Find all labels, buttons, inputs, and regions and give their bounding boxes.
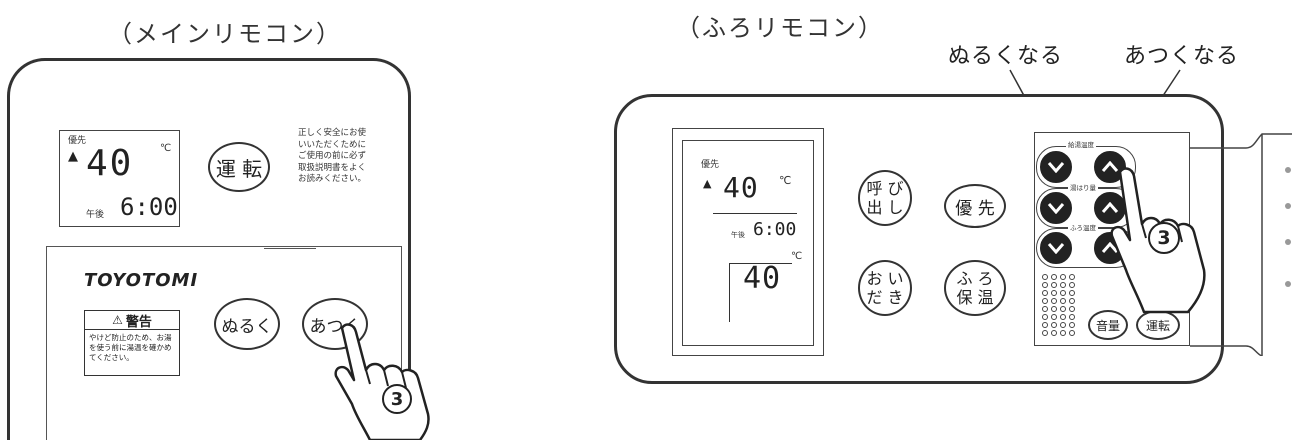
bath-priority-indicator: 優先 (701, 160, 720, 170)
bath-flame-icon: ▲ (703, 177, 712, 190)
bath-ampm-indicator: 午後 (731, 231, 745, 239)
main-temperature-value: 40 (86, 143, 134, 184)
chevron-up-icon (1101, 202, 1119, 213)
warning-icon: ⚠ (112, 313, 123, 327)
keep-warm-button-line2: 保 温 (956, 288, 994, 307)
cover-lid (46, 246, 402, 440)
speaker-grill (1042, 274, 1075, 336)
bath-temp-down-button[interactable] (1040, 232, 1072, 264)
chevron-down-icon (1047, 203, 1065, 214)
run-button[interactable]: 運 転 (208, 142, 270, 192)
priority-indicator: 優先 (68, 136, 87, 146)
group-label-fill-amount: 湯はり量 (1068, 182, 1098, 192)
priority-button[interactable]: 優 先 (944, 184, 1006, 228)
group-label-hot-water-temp: 給湯温度 (1066, 139, 1096, 149)
bath-water-temperature: 40 (743, 261, 782, 296)
warning-text: やけど防止のため、お湯を使う前に湯温を確かめてください。 (89, 333, 172, 362)
warning-label: ⚠ 警告 やけど防止のため、お湯を使う前に湯温を確かめてください。 (84, 310, 180, 376)
ampm-indicator: 午後 (86, 210, 105, 220)
main-lcd-display: 優先 ▲ 40 ℃ 午後 6:00 (59, 130, 180, 227)
bath-temp-frame (729, 263, 792, 322)
bath-lcd-frame (672, 128, 824, 356)
bath-step-number: 3 (1157, 227, 1171, 249)
bath-water-temp-unit: ℃ (791, 251, 803, 262)
cooler-button[interactable]: ぬるく (214, 298, 280, 350)
call-button-line2: 出 し (866, 198, 904, 217)
lcd-divider (713, 213, 797, 214)
step-number-badge: 3 (382, 384, 412, 414)
callout-cooler: ぬるくなる (948, 44, 1064, 69)
pointing-hand-icon (334, 323, 430, 440)
bath-lcd-temperature: 40 (723, 171, 759, 204)
cooler-button-label: ぬるく (221, 316, 273, 337)
flame-icon: ▲ (68, 149, 78, 164)
keep-warm-button[interactable]: ふ ろ 保 温 (944, 260, 1006, 316)
step-number: 3 (390, 388, 404, 410)
keep-warm-button-line1: ふ ろ (956, 269, 994, 288)
main-remote-caption: （メインリモコン） (108, 20, 342, 48)
chevron-down-icon (1047, 162, 1065, 173)
reheat-button-line2: だ き (866, 288, 904, 307)
volume-button[interactable]: 音量 (1088, 310, 1128, 340)
bath-lcd-display: 優先 ▲ 40 ℃ 午後 6:00 ℃ 40 (682, 140, 814, 346)
chevron-down-icon (1047, 243, 1065, 254)
volume-button-label: 音量 (1095, 318, 1120, 333)
hot-water-temp-down-button[interactable] (1040, 151, 1072, 183)
call-button[interactable]: 呼 び 出 し (858, 170, 912, 226)
bath-run-button-label: 運転 (1145, 318, 1170, 333)
bath-remote-caption: （ふろリモコン） (676, 14, 884, 42)
side-bracket (1190, 133, 1292, 356)
bath-lcd-temp-unit: ℃ (779, 174, 792, 187)
warning-title: 警告 (125, 314, 152, 330)
callout-hotter: あつくなる (1124, 44, 1240, 69)
fill-amount-down-button[interactable] (1040, 192, 1072, 224)
cover-notch (264, 238, 316, 249)
bath-step-number-badge: 3 (1148, 222, 1180, 254)
reheat-button[interactable]: お い だ き (858, 260, 912, 316)
brand-logo: TOYOTOMI (84, 270, 199, 291)
chevron-up-icon (1101, 242, 1119, 253)
run-button-label: 運 転 (215, 156, 263, 181)
priority-button-label: 優 先 (955, 198, 995, 219)
bath-clock-time: 6:00 (753, 219, 797, 240)
chevron-up-icon (1101, 161, 1119, 172)
call-button-line1: 呼 び (866, 179, 904, 198)
clock-time: 6:00 (120, 193, 178, 221)
temperature-unit: ℃ (160, 143, 172, 154)
group-label-bath-temp: ふろ温度 (1068, 222, 1098, 232)
reheat-button-line1: お い (866, 269, 904, 288)
safety-note: 正しく安全にお使いいただくためにご使用の前に必ず取扱説明書をよくお読みください。 (298, 128, 367, 184)
